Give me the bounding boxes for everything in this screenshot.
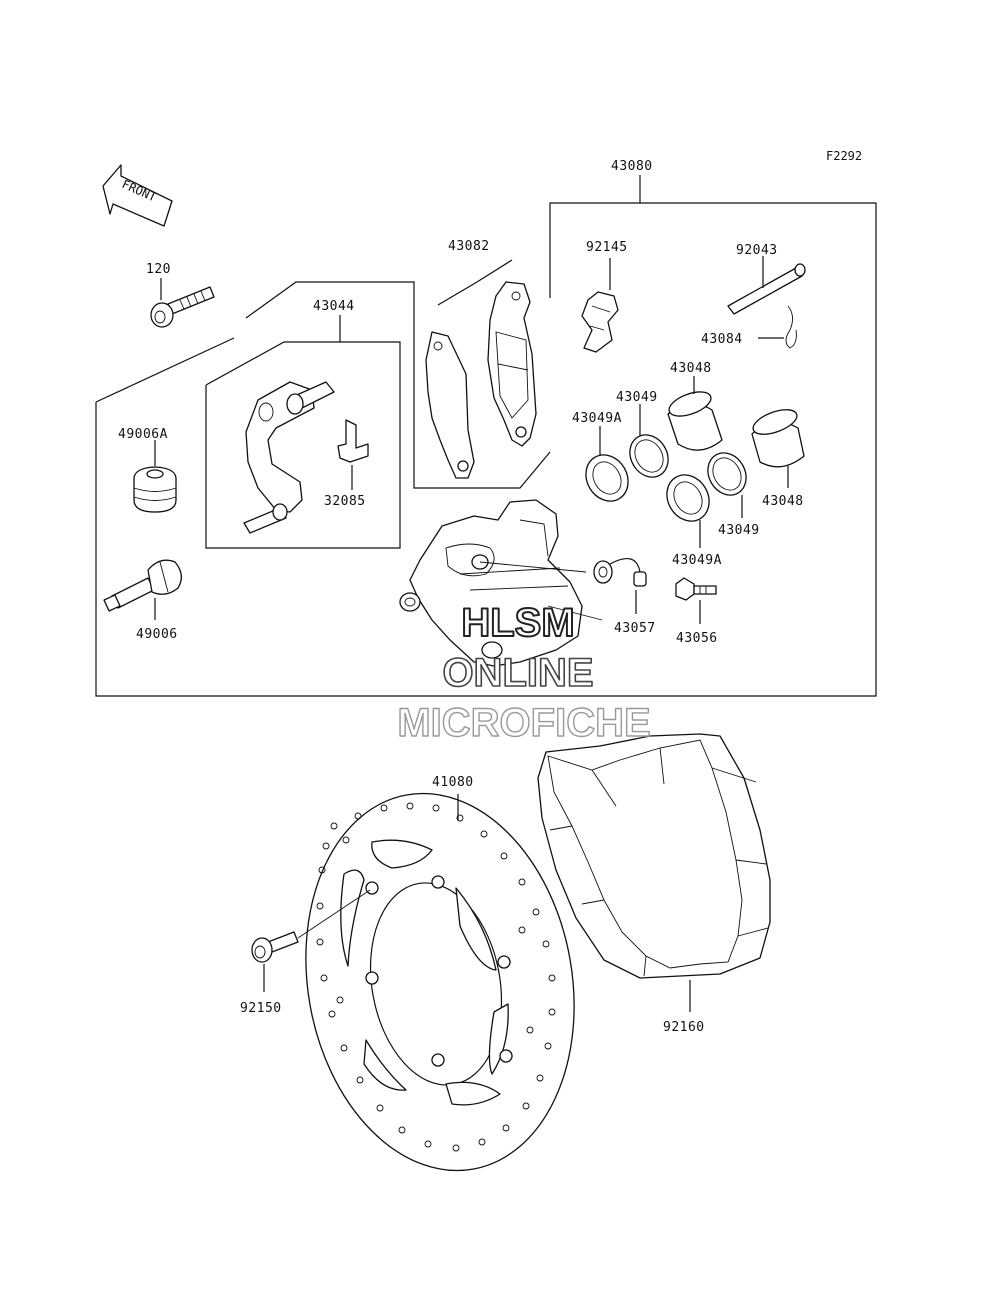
disc-mounting-holes [365,875,513,1067]
label-120: 120 [146,262,171,277]
boot-49006a: 49006A [118,427,177,513]
seal-43049a-upper: 43049A [572,411,629,502]
brake-pads-43082 [425,281,537,479]
label-43056: 43056 [676,631,718,646]
watermark-line-3: MICROFICHE [397,701,650,745]
watermark-line-1: HLSM [461,601,574,645]
piston-43048-upper: 43048 [667,361,723,451]
disc-cover-92160: 92160 [537,733,771,1035]
label-43049a-lower: 43049A [672,553,722,568]
label-43049a-upper: 43049A [572,411,622,426]
watermark-line-2: ONLINE [442,651,593,695]
label-43049-upper: 43049 [616,390,658,405]
label-49006a: 49006A [118,427,168,442]
bolt-120: 120 [146,262,215,328]
label-43044: 43044 [313,299,355,314]
label-92145: 92145 [586,240,628,255]
seal-43049a-lower: 43049A [666,474,722,568]
clip-32085: 32085 [324,419,369,509]
bleeder-valve-43056: 43056 [675,577,718,646]
pad-pin-92043: 92043 [727,243,806,315]
pad-spring-92145: 92145 [581,240,628,353]
label-43049-right: 43049 [718,523,760,538]
disc-cooling-holes [316,802,556,1152]
figure-code: F2292 [826,149,862,163]
label-43057: 43057 [614,621,656,636]
front-direction-arrow: FRONT [102,164,173,227]
label-32085: 32085 [324,494,366,509]
pad-group-outline: 43082 [245,239,551,489]
label-43084: 43084 [701,332,743,347]
label-43048-upper: 43048 [670,361,712,376]
label-49006: 49006 [136,627,178,642]
label-92150: 92150 [240,1001,282,1016]
bracket-group-outline: 43044 [205,299,401,549]
seal-43049-upper: 43049 [616,390,669,478]
caliper-body [399,499,583,667]
label-43080: 43080 [611,159,653,174]
caliper-bracket-43044 [243,381,335,534]
label-43082: 43082 [448,239,490,254]
label-92043: 92043 [736,243,778,258]
piston-43048-right: 43048 [751,409,805,509]
label-41080: 41080 [432,775,474,790]
disc-bolt-92150: 92150 [240,889,371,1016]
watermark: HLSM ONLINE MICROFICHE [397,600,652,746]
pin-clip-43084: 43084 [701,305,797,349]
label-43048-right: 43048 [762,494,804,509]
label-92160: 92160 [663,1020,705,1035]
pin-49006: 49006 [103,559,182,642]
seal-43049-right: 43049 [707,452,760,538]
brake-disc-41080: 41080 [305,775,575,1172]
caliper-leaders [479,561,603,621]
pad-sensor-43057: 43057 [593,557,656,636]
caliper-assembly-outline: 43080 [95,159,877,697]
